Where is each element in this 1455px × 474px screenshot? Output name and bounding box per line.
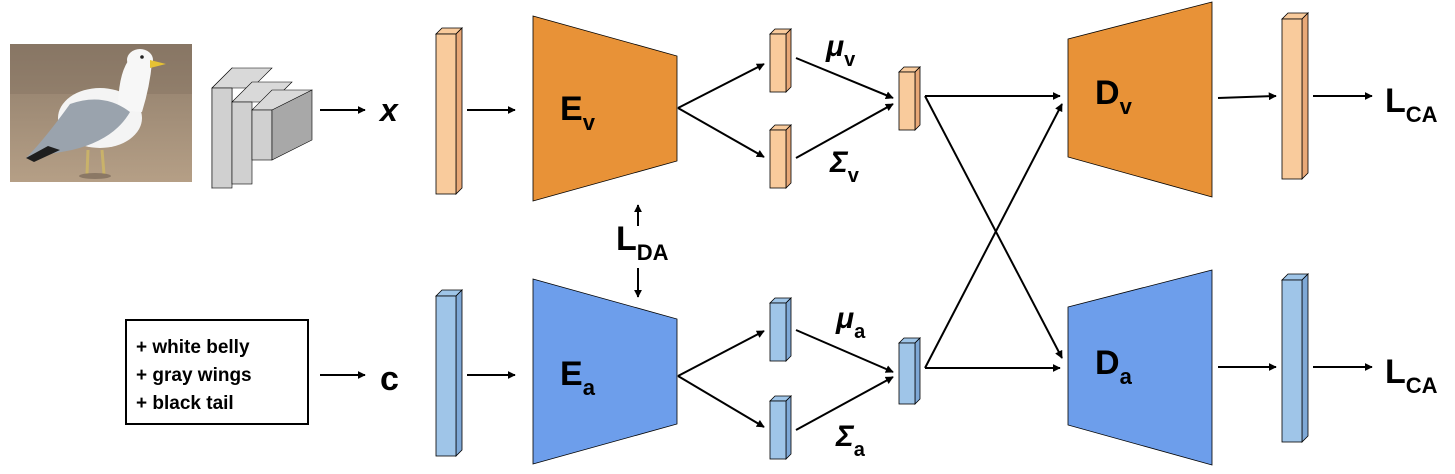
attribute-encoder-ea — [532, 278, 678, 465]
input-c-label: c — [380, 360, 399, 398]
sigma-a-label: Σa — [835, 420, 866, 461]
mu-a-label: μa — [835, 302, 866, 343]
ea-label: Ea — [560, 355, 596, 400]
lca-bottom-label: LCA — [1385, 353, 1438, 398]
mu-v-label: μv — [825, 30, 856, 71]
visual-encoder-ev — [532, 15, 678, 202]
input-x-label: x — [378, 92, 399, 128]
attribute-line: + black tail — [136, 393, 234, 414]
visual-feature-bar — [435, 27, 463, 195]
ev-label: Ev — [560, 90, 596, 135]
attribute-text-box: + white belly + gray wings + black tail — [125, 319, 309, 425]
latent-zv-bar — [898, 66, 921, 131]
mu-v-bar — [769, 28, 792, 93]
sigma-a-bar — [769, 395, 792, 460]
sigma-v-bar — [769, 124, 792, 189]
reconstructed-attribute-bar — [1281, 273, 1309, 443]
lca-top-label: LCA — [1385, 82, 1438, 127]
reconstructed-visual-bar — [1281, 12, 1309, 180]
sigma-v-label: Σv — [829, 146, 860, 187]
mu-a-bar — [769, 297, 792, 362]
attribute-feature-bar — [435, 289, 463, 457]
visual-decoder-dv — [1067, 1, 1213, 198]
cnn-feature-extractor-icon — [211, 67, 313, 189]
attribute-decoder-da — [1067, 269, 1213, 466]
arrows — [320, 57, 1373, 431]
latent-za-bar — [898, 337, 921, 405]
attribute-line: + gray wings — [136, 365, 252, 386]
lda-label: LDA — [616, 220, 669, 265]
seagull-photo-icon — [10, 44, 192, 182]
dv-label: Dv — [1095, 74, 1133, 119]
attribute-line: + white belly — [136, 337, 250, 358]
da-label: Da — [1095, 344, 1133, 389]
